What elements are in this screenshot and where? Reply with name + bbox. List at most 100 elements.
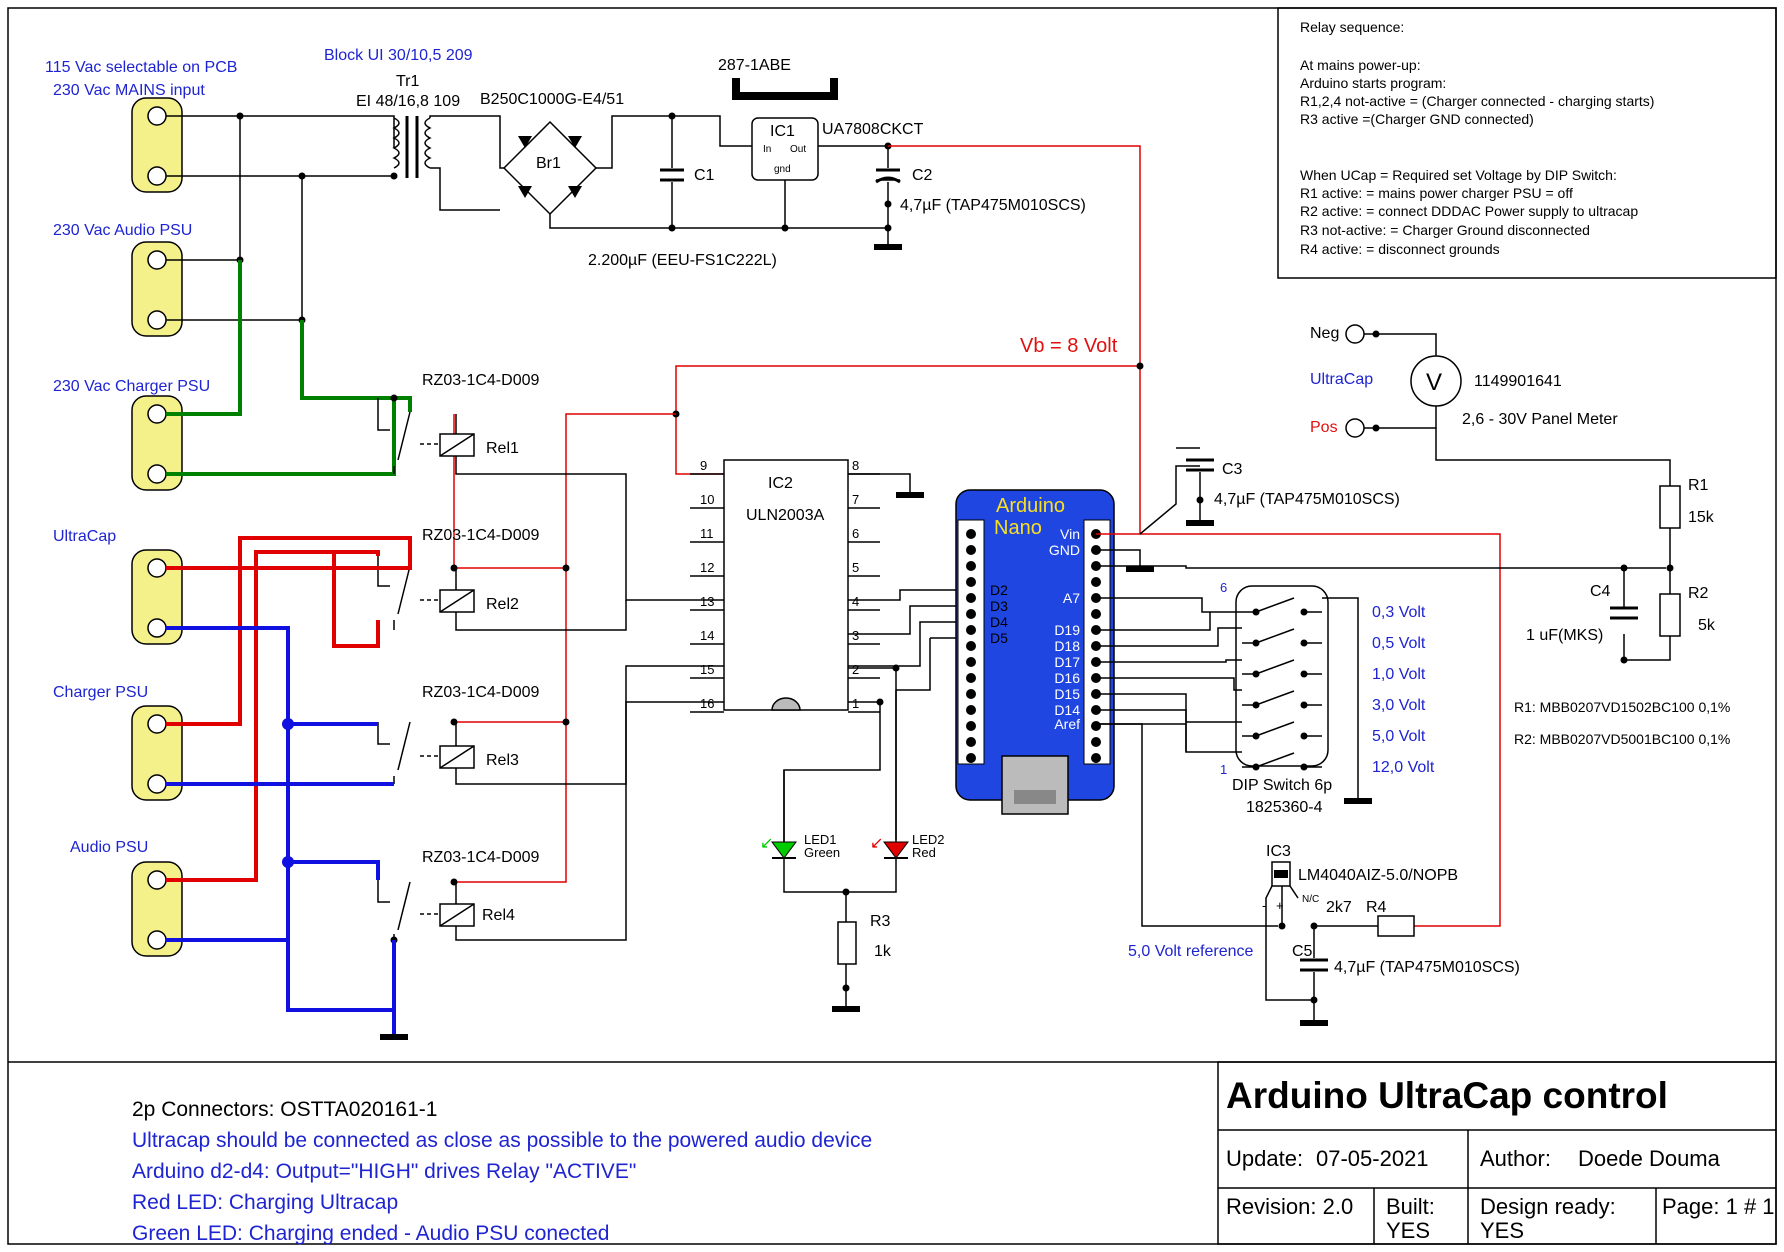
led2-color: Red — [912, 845, 936, 860]
meter-pos: Pos — [1310, 419, 1338, 436]
heatsink: 287-1ABE — [718, 57, 838, 100]
nano-pin-label: GND — [1049, 542, 1080, 558]
relay-seq-line: When UCap = Required set Voltage by DIP … — [1300, 167, 1617, 183]
led-section: ↙ ↙ LED1 Green LED2 Red R3 1k — [760, 690, 945, 1012]
relay-rel1: RZ03-1C4-D009 Rel1 — [377, 372, 724, 601]
nano-pin-label: D4 — [990, 614, 1008, 630]
connector-charger-psu-230: 230 Vac Charger PSU — [53, 378, 210, 491]
ic2-pin-label: 5 — [852, 560, 859, 575]
connector-label: UltraCap — [53, 528, 116, 545]
nano-header-pin — [966, 561, 976, 571]
r4-ref: R4 — [1366, 899, 1387, 916]
connector-charger-psu: Charger PSU — [53, 684, 183, 801]
ic3-pin-nc: N/C — [1302, 894, 1319, 905]
ic2-pin-label: 1 — [852, 696, 859, 711]
r1-value: 15k — [1688, 509, 1715, 526]
connector-label: 230 Vac Audio PSU — [53, 222, 192, 239]
ic3-pin-minus: - — [1262, 898, 1266, 913]
c1-ref: C1 — [694, 167, 715, 184]
relay-ref: Rel1 — [486, 440, 519, 457]
c5-ref: C5 — [1292, 943, 1313, 960]
ic3-pin-plus: + — [1276, 898, 1284, 913]
ic2-pin-label: 13 — [700, 594, 714, 609]
r4-value: 2k7 — [1326, 899, 1352, 916]
nano-pin-label: D17 — [1054, 654, 1080, 670]
nano-header-pin — [1091, 609, 1101, 619]
ic2-pin-label: 14 — [700, 628, 714, 643]
transformer-part: EI 48/16,8 109 — [356, 93, 460, 110]
ic2-pin-label: 11 — [700, 526, 714, 541]
meter-symbol: V — [1426, 369, 1442, 396]
relay-rel3: RZ03-1C4-D009 Rel3 — [377, 665, 724, 785]
nano-header-pin — [966, 593, 976, 603]
relay-seq-line: R3 not-active: = Charger Ground disconne… — [1300, 222, 1590, 238]
relay-part: RZ03-1C4-D009 — [422, 849, 539, 866]
reference-label: 5,0 Volt reference — [1128, 943, 1254, 960]
nano-header-pin — [1091, 737, 1101, 747]
nano-pin-label: A7 — [1063, 590, 1080, 606]
nano-title: Arduino — [996, 495, 1065, 517]
ic3-ref: IC3 — [1266, 843, 1291, 860]
dip-lever — [1255, 597, 1295, 613]
meter-range: 2,6 - 30V Panel Meter — [1462, 411, 1618, 428]
connector-ultracap: UltraCap — [53, 528, 183, 645]
dip-lever — [1255, 659, 1295, 675]
revision: Revision: 2.0 — [1226, 1194, 1353, 1219]
nano-pin-label: Aref — [1054, 716, 1080, 732]
connector-audio-psu-230: 230 Vac Audio PSU — [53, 222, 192, 337]
nano-pin-label: D16 — [1054, 670, 1080, 686]
connector-label: Audio PSU — [70, 839, 148, 856]
relay-seq-line: R2 active: = connect DDDAC Power supply … — [1300, 203, 1638, 219]
relay-seq-line: R1 active: = mains power charger PSU = o… — [1300, 185, 1573, 201]
relay-ref: Rel2 — [486, 596, 519, 613]
nano-right-wiring — [1096, 465, 1666, 927]
dip-voltage-label: 1,0 Volt — [1372, 666, 1426, 683]
relay-seq-line: R4 active: = disconnect grounds — [1300, 241, 1500, 257]
nano-header-pin — [966, 545, 976, 555]
led1-color: Green — [804, 845, 840, 860]
ic1-ref: IC1 — [770, 123, 795, 140]
nano-header-pin — [1091, 721, 1101, 731]
transformer-tr1: Block UI 30/10,5 209 Tr1 EI 48/16,8 109 — [324, 47, 500, 211]
nano-header-pin — [966, 609, 976, 619]
ic2-pin-label: 15 — [700, 662, 714, 677]
drawing-frame — [7, 7, 1777, 1245]
relay-seq-line: R3 active =(Charger GND connected) — [1300, 111, 1534, 127]
r1-ref: R1 — [1688, 477, 1709, 494]
dip-pin-bottom: 1 — [1220, 762, 1227, 777]
connector-label: Charger PSU — [53, 684, 148, 701]
c3-value: 4,7µF (TAP475M010SCS) — [1214, 491, 1400, 508]
title-block: Arduino UltraCap control Update: 07-05-2… — [1217, 1061, 1777, 1245]
nano-pin-label: D19 — [1054, 622, 1080, 638]
r3-ref: R3 — [870, 913, 891, 930]
nano-pin-label: D3 — [990, 598, 1008, 614]
capacitor-c2: C2 4,7µF (TAP475M010SCS) — [874, 142, 1086, 250]
led2-ref: LED2 — [912, 832, 945, 847]
nano-header-pin — [966, 625, 976, 635]
built-label: Built: — [1386, 1194, 1435, 1219]
ic2-pin-label: 12 — [700, 560, 714, 575]
ic2-pin-label: 4 — [852, 594, 859, 609]
c2-value: 4,7µF (TAP475M010SCS) — [900, 197, 1086, 214]
r3-value: 1k — [874, 943, 892, 960]
dip-lever — [1255, 690, 1295, 706]
note-line: Ultracap should be connected as close as… — [132, 1129, 872, 1152]
dip-part: 1825360-4 — [1246, 799, 1323, 816]
bridge-br1: B250C1000G-E4/51 Br1 — [440, 91, 888, 229]
relay-seq-line: Relay sequence: — [1300, 19, 1404, 35]
ic2-pin-label: 2 — [852, 662, 859, 677]
regulator-ic1: IC1 In Out gnd UA7808CKCT — [678, 115, 924, 232]
vb-rail: Vb = 8 Volt — [450, 145, 1144, 886]
ic2-pin-label: 9 — [700, 458, 707, 473]
nano-header-pin — [966, 673, 976, 683]
led2-rays: ↙ — [870, 835, 883, 852]
bridge-part: B250C1000G-E4/51 — [480, 91, 624, 108]
nano-header-pin — [966, 689, 976, 699]
r1-part: R1: MBB0207VD1502BC100 0,1% — [1514, 699, 1730, 715]
mains-wiring — [166, 112, 412, 476]
connector-mains: 115 Vac selectable on PCB 230 Vac MAINS … — [45, 59, 237, 193]
nano-pin-label: D18 — [1054, 638, 1080, 654]
ic1-pin-gnd: gnd — [774, 164, 791, 175]
ic2-pin-label: 6 — [852, 526, 859, 541]
nano-pin-label: D5 — [990, 630, 1008, 646]
